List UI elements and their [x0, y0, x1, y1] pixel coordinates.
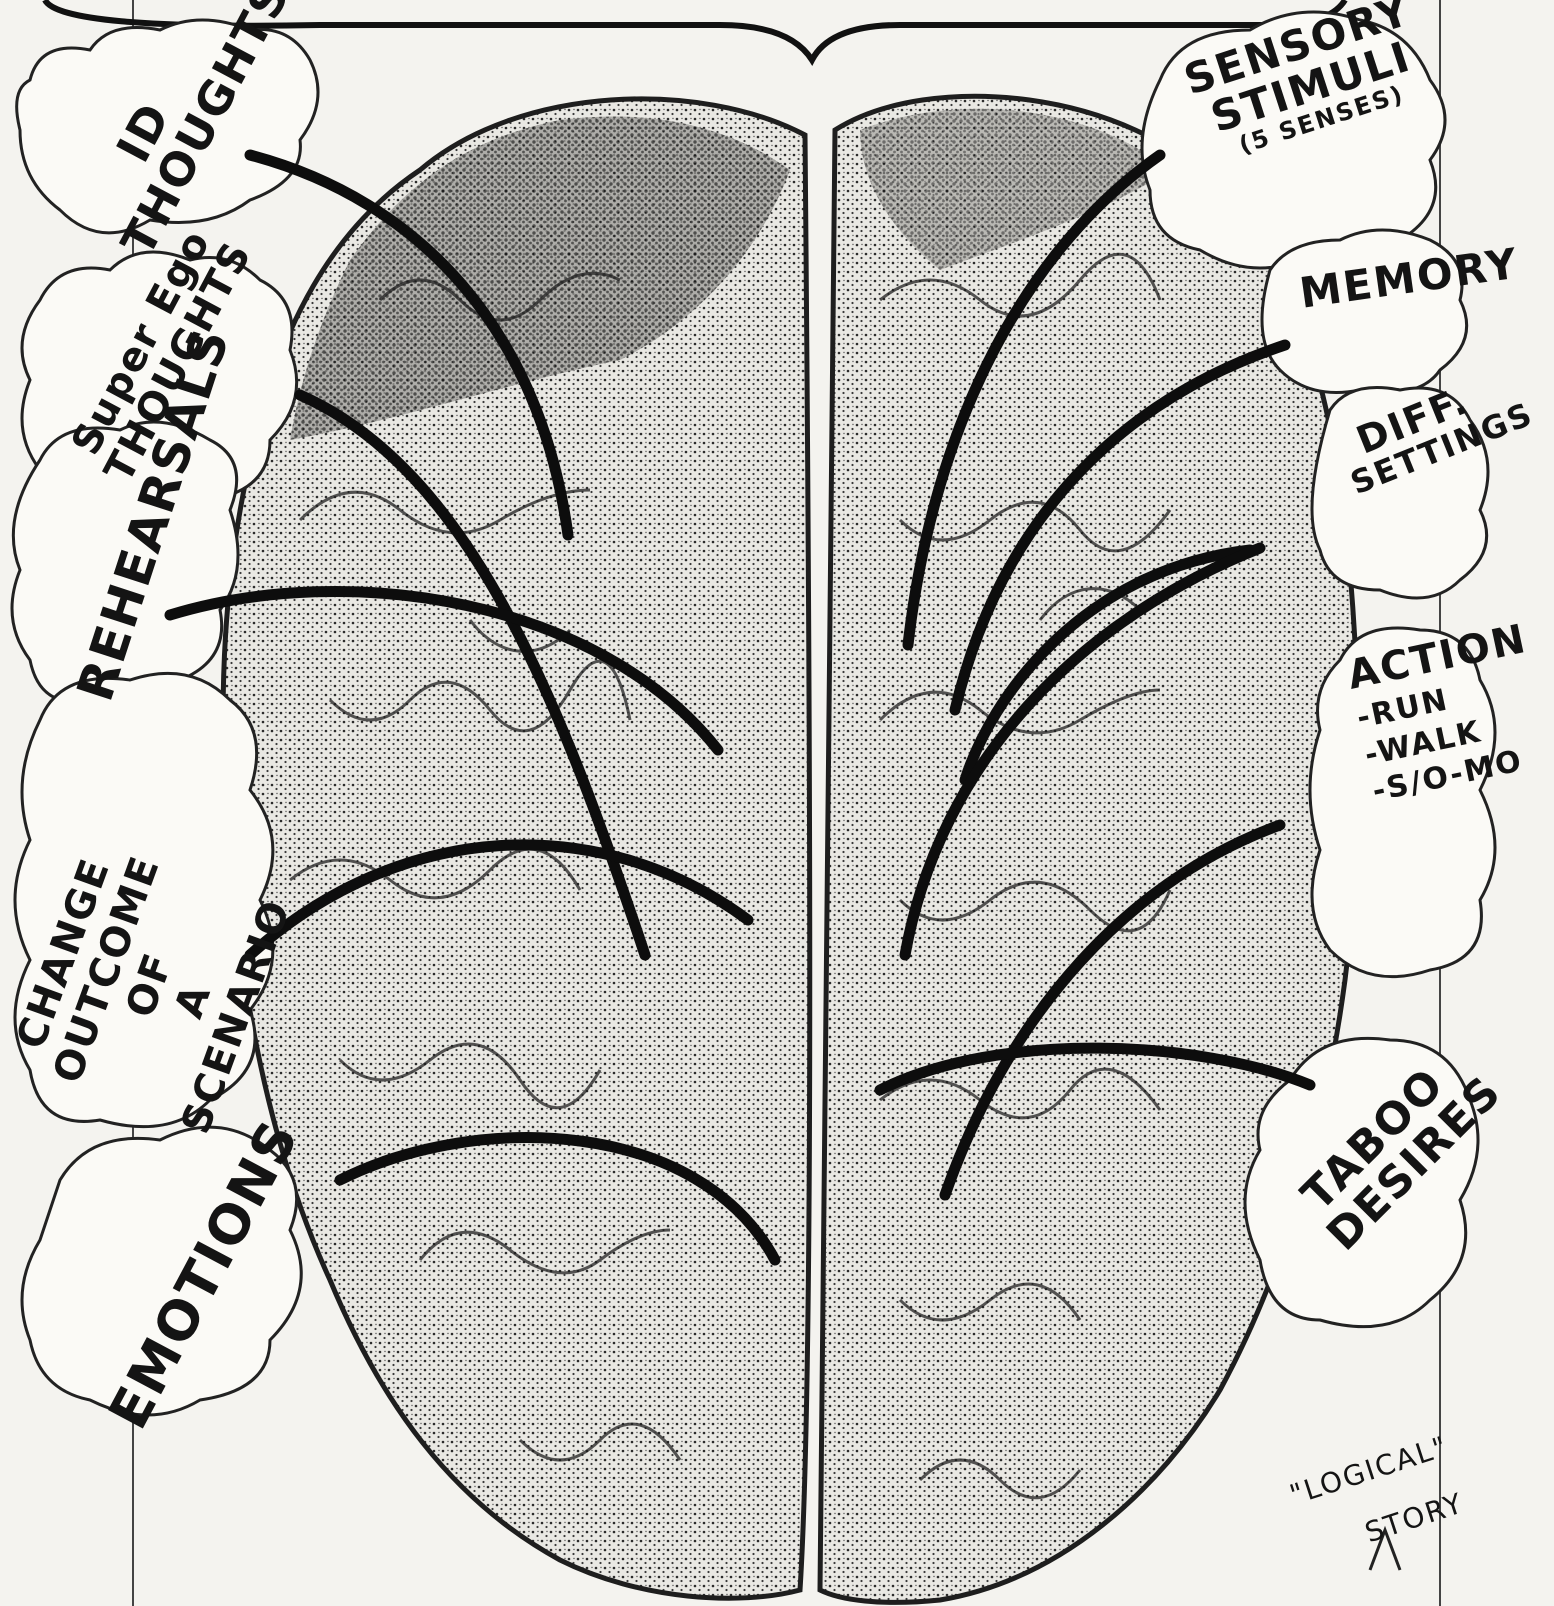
label-action: ACTION -RUN -WALK -S/O-MO	[1343, 619, 1533, 811]
